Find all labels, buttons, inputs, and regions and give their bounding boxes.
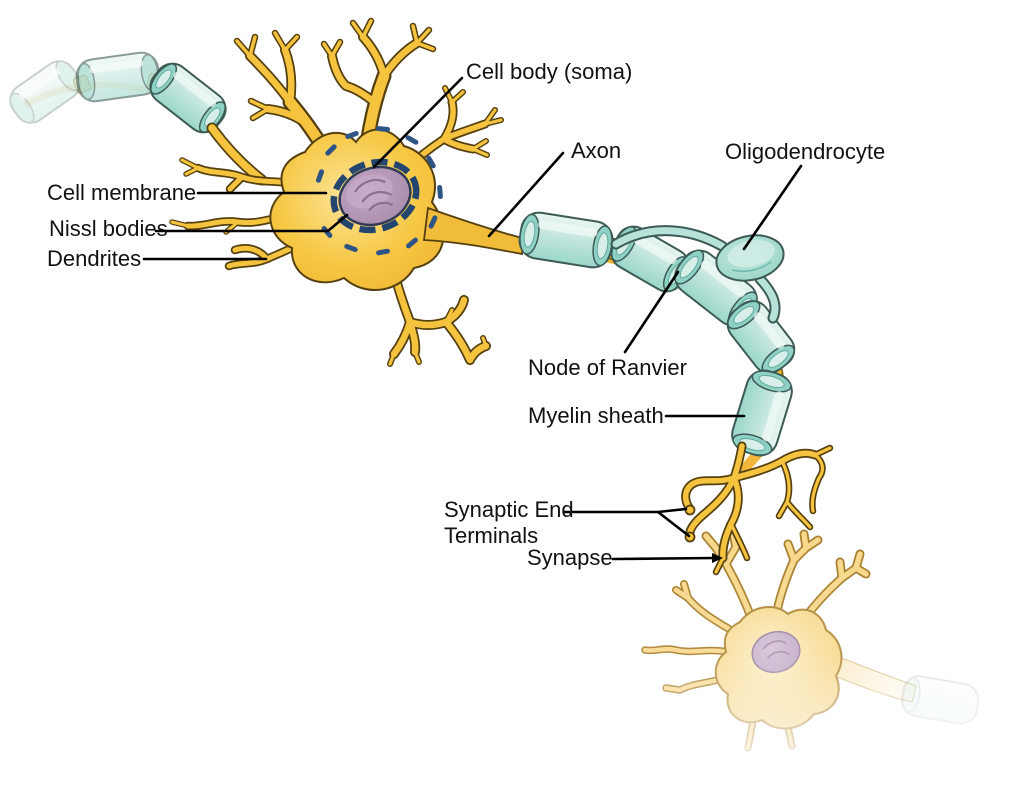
label-synapse: Synapse: [527, 545, 613, 570]
nissl-bodies: [315, 126, 443, 256]
label-axon: Axon: [571, 138, 622, 163]
axon-leader-line: [487, 151, 565, 238]
synaptic-end-terminals: [686, 446, 831, 572]
label-cell-body: Cell body (soma): [466, 59, 633, 84]
myelin-segment-faded: [9, 60, 81, 124]
label-nissl-bodies: Nissl bodies: [49, 216, 168, 241]
myelin-segment-faded: [75, 51, 161, 103]
myelin-segment-incoming: [149, 62, 227, 134]
label-dendrites: Dendrites: [47, 246, 142, 271]
oligodendrocyte-body: [715, 234, 785, 282]
label-node-of-ranvier: Node of Ranvier: [528, 355, 687, 380]
cell-body-leader-line: [372, 76, 464, 169]
synaptic-terminals-leader-line-lower: [656, 510, 691, 538]
axon-hillock: [422, 206, 523, 256]
node-of-ranvier-leader-line: [623, 270, 680, 354]
neuron-2: [645, 533, 980, 748]
faint-myelin-segment: [900, 675, 980, 725]
oligodendrocyte: [610, 225, 785, 324]
oligodendrocyte-leader-line: [742, 164, 803, 251]
label-synaptic-end-terminals-line1: Synaptic End: [444, 497, 574, 522]
synaptic-terminals-leader-line-upper: [562, 507, 688, 514]
incoming-axon: [9, 51, 262, 180]
myelin-segment-4: [726, 300, 796, 374]
synapse-arrowhead: [712, 553, 723, 563]
terminal-bouton: [684, 504, 696, 516]
leader-lines: [142, 76, 803, 563]
myelin-segment-1: [518, 211, 614, 269]
neuron-1: [172, 21, 523, 364]
neuron-2-nucleus: [751, 630, 801, 674]
nucleus-swirls: [353, 178, 394, 212]
synapse-leader-line: [611, 556, 716, 561]
nuclear-ring: [330, 158, 420, 234]
label-cell-membrane: Cell membrane: [47, 180, 197, 205]
label-synaptic-end-terminals-line2: Terminals: [444, 523, 539, 548]
nissl-bodies-leader-line: [154, 213, 349, 233]
nucleus: [330, 158, 420, 234]
label-oligodendrocyte: Oligodendrocyte: [725, 139, 886, 164]
label-myelin-sheath: Myelin sheath: [528, 403, 664, 428]
